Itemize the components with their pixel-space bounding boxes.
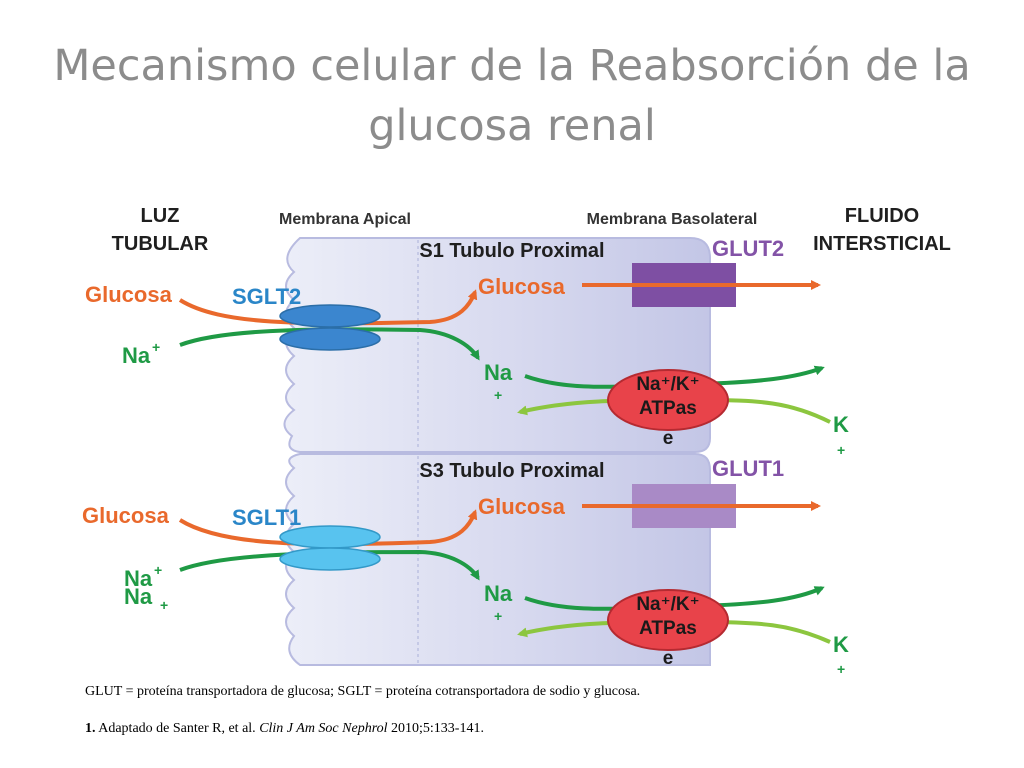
svg-text:Na⁺/K⁺: Na⁺/K⁺ [636,594,699,615]
svg-text:+: + [494,387,502,403]
svg-text:TUBULAR: TUBULAR [112,233,209,255]
s3-glut1-label: GLUT1 [712,456,784,481]
reference-number: 1. [85,721,96,736]
svg-text:Na: Na [484,360,513,385]
s1-glucosa-cell-label: Glucosa [478,274,566,299]
s3-na-cell-label: Na + [484,581,513,624]
svg-text:Na: Na [124,566,153,591]
s1-cell [283,237,711,453]
svg-text:K: K [833,632,849,657]
svg-text:+: + [494,608,502,624]
s3-glucosa-lumen-label: Glucosa [82,503,170,528]
s3-na-lumen-label: Na + [124,562,162,591]
s1-sglt2-transporter-bottom [279,327,381,351]
s3-sglt1-label: SGLT1 [232,505,301,530]
svg-text:K: K [833,412,849,437]
s1-na-k-atpase-pump [607,369,729,431]
svg-text:Na: Na [122,343,151,368]
s1-glut2-label: GLUT2 [712,236,784,261]
reference-journal: Clin J Am Soc Nephrol [259,721,388,736]
svg-text:Na: Na [484,581,513,606]
s1-glucosa-lumen-label: Glucosa [85,282,173,307]
svg-text:e: e [663,428,674,449]
s1-sglt2-label: SGLT2 [232,284,301,309]
svg-text:Na: Na [124,584,153,609]
svg-text:ATPas: ATPas [639,618,697,639]
s3-glut1-lower [632,508,736,528]
svg-text:+: + [154,562,162,578]
reference-citation: 1. Adaptado de Santer R, et al. Clin J A… [85,721,484,737]
s3-na-lumen-label-2: Na + [124,584,168,613]
title-line-1: Mecanismo celular de la Reabsorción de l… [53,41,971,91]
s1-na-cell-label: Na + [484,360,513,403]
s3-na-k-atpase-pump [607,589,729,651]
s1-segment-label: S1 Tubulo Proximal [419,240,604,262]
s3-pump-label: Na⁺/K⁺ ATPas e [636,594,699,669]
membrana-basolateral-label: Membrana Basolateral [587,211,758,228]
s1-sodium-apical-arrow [179,327,480,361]
s1-na-lumen-label: Na + [122,339,160,368]
s3-k-interstitial-label: K + [833,632,849,677]
s1-sglt2-transporter-top [279,304,381,328]
svg-text:+: + [837,661,845,677]
svg-text:+: + [152,339,160,355]
luz-tubular-label: LUZ TUBULAR [112,205,209,255]
reference-text-before: Adaptado de Santer R, et al. [95,721,260,736]
svg-text:+: + [837,442,845,458]
svg-text:INTERSTICIAL: INTERSTICIAL [813,233,951,255]
svg-text:e: e [663,648,674,669]
s1-k-interstitial-label: K + [833,412,849,458]
s3-segment-label: S3 Tubulo Proximal [419,460,604,482]
s1-glut2-upper [632,263,736,283]
page-title: Mecanismo celular de la Reabsorción de l… [0,36,1024,156]
s3-sglt1-transporter-bottom [279,547,381,571]
membrana-apical-label: Membrana Apical [279,211,411,228]
svg-text:LUZ: LUZ [141,205,180,227]
reference-text-after: 2010;5:133-141. [387,721,484,736]
svg-text:ATPas: ATPas [639,398,697,419]
s1-pump-label: Na⁺/K⁺ ATPas e [636,374,699,449]
s3-glut1-upper [632,484,736,504]
svg-text:+: + [160,597,168,613]
svg-text:Na⁺/K⁺: Na⁺/K⁺ [636,374,699,395]
title-line-2: glucosa renal [368,101,656,151]
svg-text:FLUIDO: FLUIDO [845,205,919,227]
s1-glut2-lower [632,287,736,307]
footnote-definitions: GLUT = proteína transportadora de glucos… [85,684,641,699]
s3-glucosa-cell-label: Glucosa [478,494,566,519]
fluido-intersticial-label: FLUIDO INTERSTICIAL [813,205,951,255]
